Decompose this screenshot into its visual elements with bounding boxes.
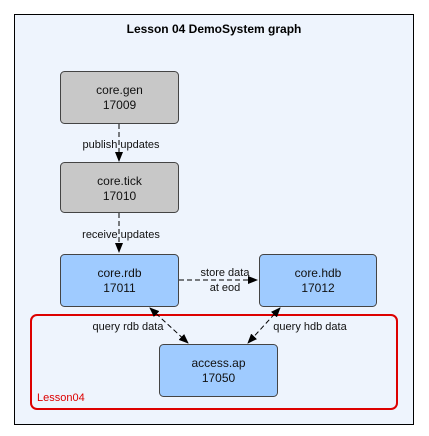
node-core-gen-port: 17009 [103,98,137,112]
node-core-gen-name: core.gen [96,83,143,97]
node-access-ap[interactable]: access.ap 17050 [159,344,278,397]
edge-label-store-data-line2: at eod [210,282,241,294]
edge-label-publish-updates: publish updates [82,139,160,151]
edge-query-hdb-data: query hdb data [247,307,348,344]
node-access-ap-name: access.ap [191,356,245,370]
edge-query-rdb-data: query rdb data [93,307,189,344]
node-core-hdb-port: 17012 [301,281,335,295]
edge-publish-updates: publish updates [82,124,160,162]
node-core-rdb-name: core.rdb [97,266,141,280]
node-core-hdb-name: core.hdb [295,266,342,280]
node-core-tick-name: core.tick [97,174,143,188]
node-access-ap-port: 17050 [202,371,236,385]
node-core-tick[interactable]: core.tick 17010 [60,162,179,213]
graph-title: Lesson 04 DemoSystem graph [127,22,302,36]
node-core-rdb[interactable]: core.rdb 17011 [60,254,179,307]
node-core-hdb[interactable]: core.hdb 17012 [259,254,377,307]
edge-receive-updates: receive updates [82,213,160,253]
edge-label-receive-updates: receive updates [82,229,160,241]
node-core-tick-port: 17010 [103,189,137,203]
edge-store-data: store data at eod [179,267,258,294]
edge-label-query-hdb-data: query hdb data [273,321,347,333]
cluster-label: Lesson04 [37,392,85,404]
node-core-gen[interactable]: core.gen 17009 [60,71,179,124]
edge-label-store-data-line1: store data [201,267,251,279]
lesson04-cluster [30,314,398,410]
edge-label-query-rdb-data: query rdb data [93,321,165,333]
node-core-rdb-port: 17011 [103,281,136,295]
